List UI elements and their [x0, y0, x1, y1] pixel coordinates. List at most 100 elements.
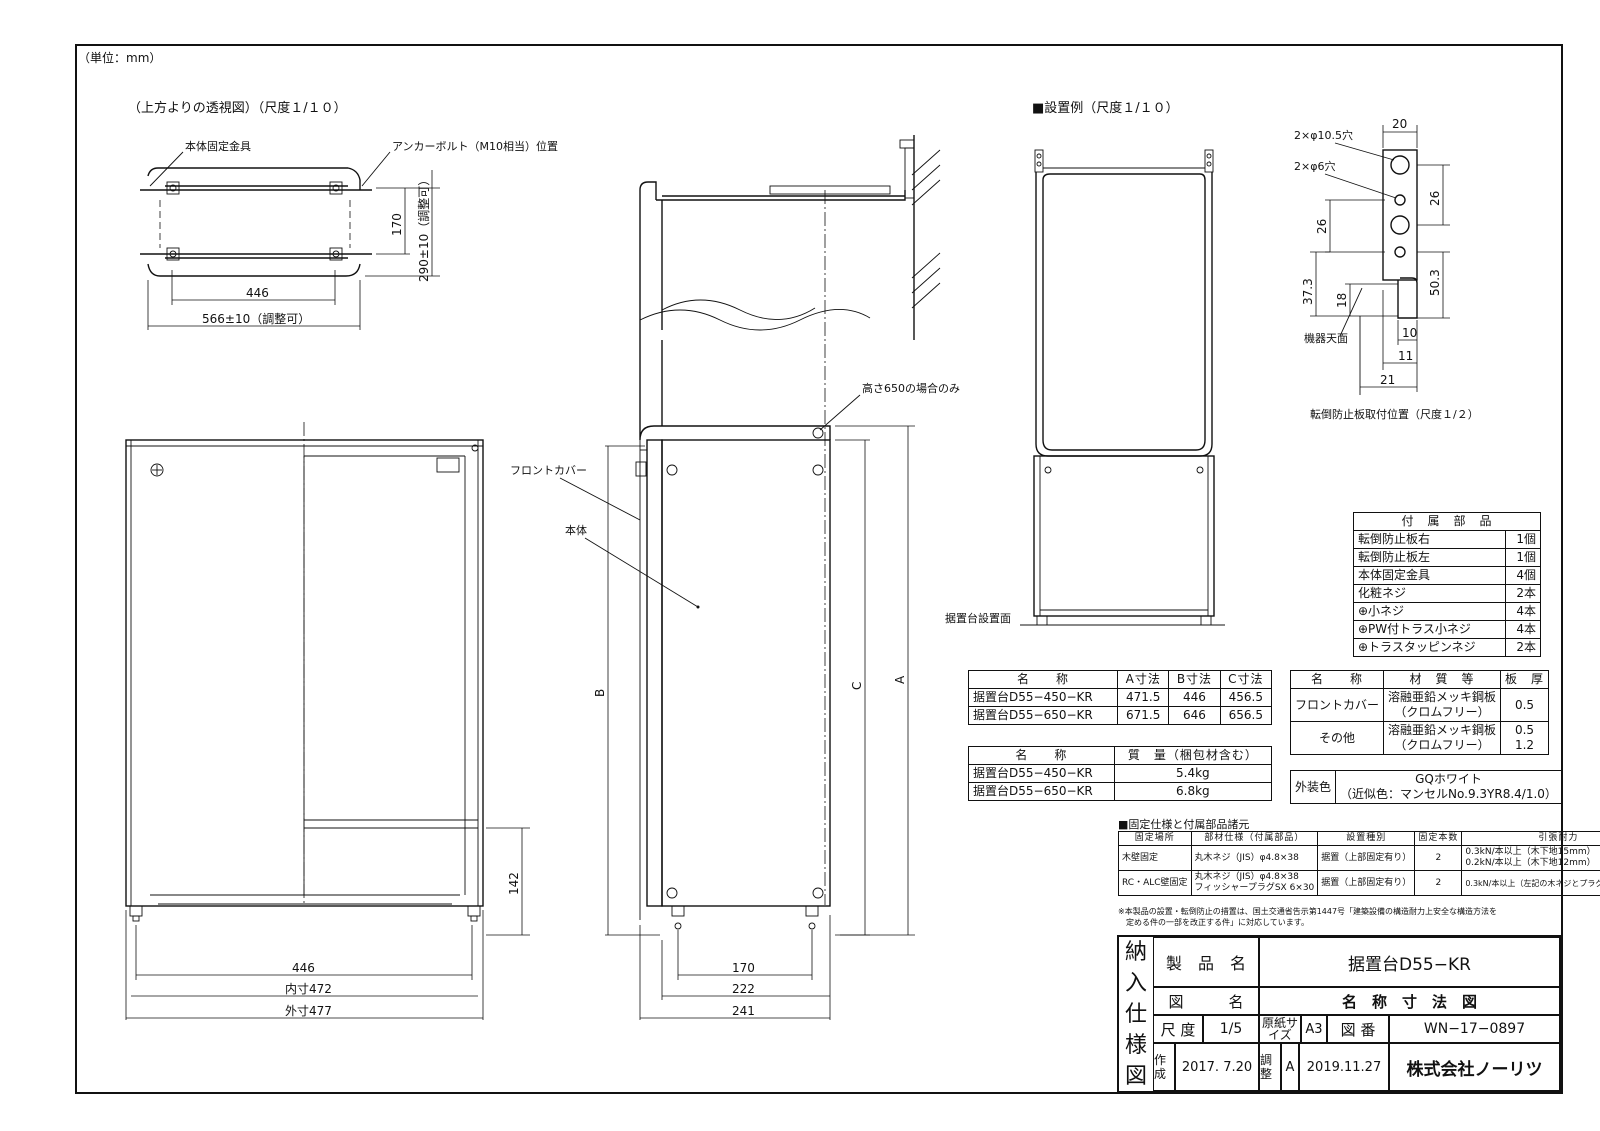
mat-header-name: 名 称	[1289, 670, 1385, 689]
bracket-detail: 20 2×φ10.5穴 2×φ6穴 26 26 37.3 50.3 18 機器天…	[1294, 117, 1479, 421]
number-value: WN−17−0897	[1389, 1015, 1560, 1043]
side-dim-A: A	[893, 675, 907, 684]
fixing-note-2: 定める件の一部を改正する件」に対応しています。	[1126, 918, 1309, 927]
drawing-value: 名 称 寸 法 図	[1259, 987, 1560, 1015]
install-example: ■設置例（尺度１/１０） 据置台設置面	[945, 100, 1225, 626]
bracket-dim-50-3: 50.3	[1428, 269, 1442, 296]
label-anchor: アンカーボルト（M10相当）位置	[392, 139, 558, 153]
table-row: 据置台D55−650−KR 671.5 646 656.5	[967, 706, 1273, 725]
hole-small-2	[1394, 246, 1406, 258]
bracket-caption: 転倒防止板取付位置（尺度１/２）	[1310, 407, 1479, 421]
unit-label: （単位：mm）	[78, 50, 161, 65]
product-value: 据置台D55−KR	[1259, 937, 1560, 987]
bracket-dim-37-3: 37.3	[1301, 278, 1315, 305]
hole-large-1	[1390, 155, 1410, 175]
dim-header-name: 名 称	[967, 670, 1119, 689]
revised-mark: A	[1281, 1043, 1299, 1091]
table-row: フロントカバー 溶融亜鉛メッキ鋼板（クロムフリー） 0.5	[1289, 688, 1550, 722]
mat-header-material: 材 質 等	[1383, 670, 1502, 689]
revised-label: 調整	[1259, 1043, 1281, 1091]
mat-header-thickness: 板 厚	[1500, 670, 1550, 689]
fixing-spec-title: ■固定仕様と付属部品諸元	[1118, 818, 1250, 831]
scale-label: 尺 度	[1153, 1015, 1203, 1043]
bracket-dim-21: 21	[1380, 373, 1395, 387]
front-dim-142: 142	[507, 872, 521, 895]
product-label: 製 品 名	[1153, 937, 1259, 987]
paper-value: A3	[1301, 1015, 1327, 1043]
label-floor: 据置台設置面	[945, 611, 1011, 625]
side-dim-222: 222	[732, 982, 755, 996]
bracket-hole-small: 2×φ6穴	[1294, 159, 1335, 173]
accessories-header: 付 属 部 品	[1353, 512, 1541, 531]
material-table: 名 称 材 質 等 板 厚 フロントカバー 溶融亜鉛メッキ鋼板（クロムフリー） …	[1289, 670, 1550, 755]
front-view: 142 446 内寸472 外寸477	[125, 422, 530, 1020]
title-block-side: 納 入 仕 様 図	[1119, 937, 1154, 1091]
front-dim-446: 446	[292, 961, 315, 975]
number-label: 図 番	[1327, 1015, 1389, 1043]
created-value: 2017. 7.20	[1175, 1043, 1259, 1091]
fixing-note-1: ※本製品の設置・転倒防止の措置は、国土交通省告示第1447号「建築設備の構造耐力…	[1118, 907, 1498, 916]
side-dim-241: 241	[732, 1004, 755, 1018]
label-front-cover: フロントカバー	[510, 464, 587, 477]
top-view-title: （上方よりの透視図）（尺度１/１０）	[128, 100, 347, 116]
front-dim-outer: 外寸477	[285, 1004, 332, 1018]
table-row: 木壁固定 丸木ネジ（JIS）φ4.8×38 据置（上部固定有り） 2 0.3kN…	[1118, 845, 1600, 871]
bracket-dim-10: 10	[1402, 326, 1417, 340]
table-row: 据置台D55−650−KR 6.8kg	[968, 782, 1273, 801]
created-label: 作成	[1153, 1043, 1175, 1091]
mass-header-value: 質 量（梱包材含む）	[1113, 746, 1273, 765]
dim-header-c: C寸法	[1219, 670, 1273, 689]
dim-header-b: B寸法	[1168, 670, 1221, 689]
install-title: ■設置例（尺度１/１０）	[1032, 100, 1179, 116]
label-fixture: 本体固定金具	[185, 139, 251, 153]
side-dim-B: B	[593, 689, 607, 697]
top-dim-446: 446	[246, 286, 269, 300]
dim-header-a: A寸法	[1117, 670, 1170, 689]
company-name: 株式会社ノーリツ	[1389, 1043, 1560, 1091]
drawing-frame	[75, 44, 1563, 1094]
mass-header-name: 名 称	[968, 746, 1115, 765]
hole-small-1	[1394, 194, 1406, 206]
bracket-dim-26b: 26	[1428, 191, 1442, 206]
table-row: 外装色 GQホワイト（近似色：マンセルNo.9.3YR8.4/1.0）	[1289, 770, 1562, 804]
label-650-only: 高さ650の場合のみ	[862, 381, 960, 395]
fixing-spec-table: 固定場所 部材仕様（付属部品） 設置種別 固定本数 引張耐力 木壁固定 丸木ネジ…	[1118, 831, 1600, 896]
revised-value: 2019.11.27	[1299, 1043, 1389, 1091]
color-label: 外装色	[1289, 770, 1337, 804]
top-dim-566: 566±10（調整可）	[202, 311, 310, 326]
dimension-table: 名 称 A寸法 B寸法 C寸法 据置台D55−450−KR 471.5 446 …	[967, 670, 1273, 725]
drawing-label: 図 名	[1153, 987, 1259, 1015]
bracket-dim-11: 11	[1398, 349, 1413, 363]
bracket-dim-20: 20	[1392, 117, 1407, 131]
table-row: 据置台D55−450−KR 5.4kg	[968, 764, 1273, 783]
mass-table: 名 称 質 量（梱包材含む） 据置台D55−450−KR 5.4kg 据置台D5…	[968, 746, 1273, 801]
top-view: （上方よりの透視図）（尺度１/１０） 本体固定金具 アンカーボルト（M10相当）…	[128, 100, 558, 330]
side-dim-C: C	[850, 682, 864, 690]
bracket-dim-18: 18	[1335, 293, 1349, 308]
side-dim-170: 170	[732, 961, 755, 975]
bracket-dim-26a: 26	[1315, 219, 1329, 234]
scale-value: 1/5	[1203, 1015, 1259, 1043]
label-body: 本体	[565, 523, 587, 537]
side-view: フロントカバー 本体 高さ650の場合のみ B C A 170 222 241	[510, 135, 960, 1020]
title-block: 納 入 仕 様 図 製 品 名 据置台D55−KR 図 名 名 称 寸 法 図 …	[1117, 935, 1562, 1093]
front-dim-inner: 内寸472	[285, 982, 332, 996]
bracket-hole-large: 2×φ10.5穴	[1294, 128, 1353, 142]
color-table: 外装色 GQホワイト（近似色：マンセルNo.9.3YR8.4/1.0）	[1289, 770, 1562, 804]
table-row: 据置台D55−450−KR 471.5 446 456.5	[967, 688, 1273, 707]
top-dim-290: 290±10（調整可）	[416, 174, 431, 282]
paper-label: 原紙サイズ	[1259, 1015, 1301, 1043]
top-dim-170: 170	[390, 213, 404, 236]
hole-large-2	[1390, 215, 1410, 235]
